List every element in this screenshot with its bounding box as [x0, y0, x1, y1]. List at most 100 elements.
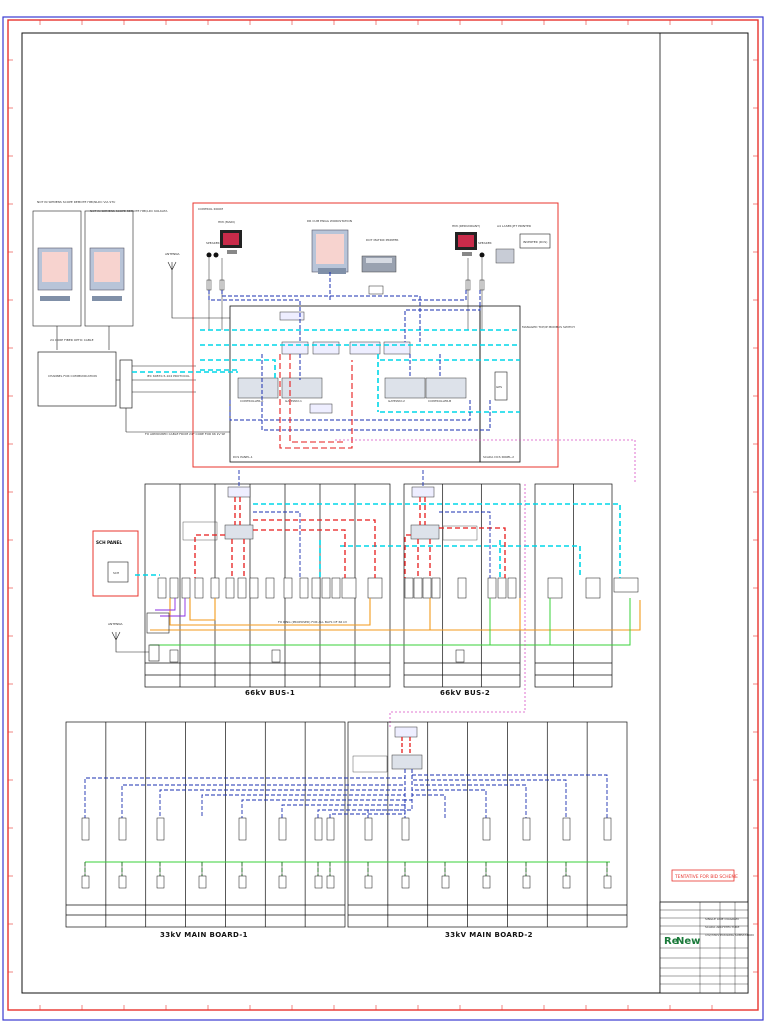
inverter-label: INVERTER (DCS) — [523, 240, 547, 244]
speaker-icon — [206, 252, 212, 258]
engineering-ws-label: DR CUM ENGG WORKSTATION — [307, 219, 352, 223]
relay-icon — [404, 577, 414, 599]
printer-interface-box — [368, 285, 384, 295]
bus-green-links — [150, 598, 631, 646]
bus-antenna-label: ANTENNA — [108, 622, 124, 626]
relay-icon — [156, 875, 165, 889]
dcs-panel-2 — [479, 305, 521, 463]
fiber-cable-label: 24 CORE FIBER OPTIC CABLE — [50, 338, 94, 342]
remote-hmi-2-label: NOT IN SIEMENS SCOPE REMOTE HMI/LDC KOLK… — [90, 209, 168, 213]
border-tick-marks — [8, 20, 758, 1010]
blue-dashed-drop — [317, 769, 406, 818]
managed-switch-label: MANAGED TCP/IP MODBUS SWITCH — [522, 325, 575, 329]
sch-panel — [92, 530, 139, 597]
red-border — [7, 19, 759, 1011]
bus-red-links — [194, 497, 506, 578]
bus-3-panels — [534, 483, 613, 688]
blue-dashed-drop — [281, 769, 406, 818]
relay-icon — [249, 577, 259, 599]
main-board-2-title: 33kV MAIN BOARD-2 — [445, 931, 533, 939]
main-board-blue-links — [84, 769, 608, 876]
control-room-boundary — [192, 202, 559, 468]
relay-icon — [271, 649, 281, 663]
blue-dashed-drop — [201, 769, 406, 818]
relay-icon — [367, 577, 383, 599]
renew-logo-re: Re — [664, 936, 679, 947]
relay-icon — [455, 649, 465, 663]
dot-matrix-label: DOT MATRIX PRINTER — [366, 238, 399, 242]
dcs-panel-1-label: DCS PANEL-1 — [233, 455, 253, 459]
relay-icon — [225, 577, 235, 599]
relay-icon — [156, 817, 165, 841]
channel-label: CHANNEL FOR COMMUNICATION — [48, 374, 97, 378]
bus-orange-links — [150, 598, 641, 631]
speaker-label-2: SPEAKER — [478, 241, 492, 245]
relay-icon — [326, 817, 335, 841]
bus-1-title: 66kV BUS-1 — [245, 689, 295, 697]
relay-icon — [169, 577, 179, 599]
iec-protocol-label: IEC 60870-5-104 PROTOCOL — [147, 374, 190, 378]
bus-2-relays — [404, 577, 639, 663]
relay-icon — [482, 817, 491, 841]
gateway-4: CONTROLLER-B — [425, 377, 467, 403]
relay-icon — [181, 577, 191, 599]
pink-dotted-link — [335, 439, 636, 728]
relay-icon — [522, 817, 531, 841]
relay-icon — [507, 577, 517, 599]
channel-for-communication-box — [37, 351, 117, 407]
bus-antenna-box — [146, 612, 170, 634]
tentative-stamp — [671, 869, 735, 882]
relay-icon — [314, 875, 323, 889]
sch-panel-title: SCH PANEL — [96, 540, 122, 545]
gateway-1: CONTROLLER-A — [237, 377, 279, 403]
red-links — [279, 354, 353, 449]
title-row-1: SINGLE LINE DIAGRAM — [705, 917, 739, 921]
relay-icon — [118, 875, 127, 889]
converter-box — [119, 359, 133, 409]
relay-icon — [210, 577, 220, 599]
relay-icon — [487, 577, 497, 599]
relay-icon — [198, 875, 207, 889]
relay-icon — [562, 875, 571, 889]
local-switch-box — [309, 403, 333, 414]
blue-dashed-drop — [329, 769, 406, 818]
cyan-network-links — [132, 329, 520, 413]
relay-icon — [341, 577, 357, 599]
relay-icon — [314, 817, 323, 841]
relay-icon — [238, 817, 247, 841]
svg-text:SCH: SCH — [113, 571, 119, 575]
relay-icon — [194, 577, 204, 599]
relay-icon — [278, 875, 287, 889]
relay-icon — [299, 577, 309, 599]
drawing-frame — [21, 32, 749, 994]
title-block: Re New SINGLE LINE DIAGRAM SCADA ARCHITE… — [659, 901, 754, 994]
blue-dashed-drop — [159, 769, 406, 818]
relay-icon — [283, 577, 293, 599]
bus-gps-box — [148, 644, 160, 662]
bus-2-switch — [411, 486, 435, 498]
relay-icon — [331, 577, 341, 599]
relay-icon — [237, 577, 247, 599]
main-board-frame — [347, 721, 628, 928]
speaker-label-1: SPEAKER — [206, 241, 220, 245]
main-board-2-panels — [347, 721, 628, 928]
blue-dashed-drop — [411, 769, 487, 818]
blue-dashed-drop — [411, 769, 608, 818]
main-board-1-panels — [65, 721, 346, 928]
relay-icon — [401, 875, 410, 889]
blue-dashed-drop — [84, 769, 406, 818]
bus-2-panels — [403, 483, 521, 688]
hmi-redundant-label: HMI (REDUNDANT) — [452, 224, 480, 228]
remote-hmi-2: NOT IN SIEMENS SCOPE REMOTE HMI/LDC KOLK… — [84, 209, 168, 327]
control-room-title: CONTROL ROOM — [198, 207, 223, 211]
fo-cable-label: FO ARMOURED CABLE FROM 24F CORE FOR 66 k… — [145, 432, 225, 436]
relay-icon — [562, 817, 571, 841]
hmi-main-label: HMI (MAIN) — [218, 220, 235, 224]
renew-logo-new: New — [676, 936, 700, 947]
relay-icon — [482, 875, 491, 889]
bus-blue-links — [238, 470, 491, 578]
relay-icon — [522, 875, 531, 889]
blue-dashed-drop — [121, 769, 406, 818]
relay-icon — [457, 577, 467, 599]
